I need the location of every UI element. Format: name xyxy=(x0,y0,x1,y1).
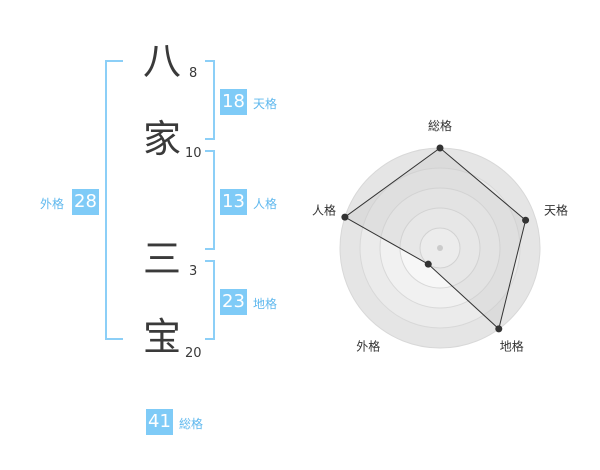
radar-axis-label-5: 人格 xyxy=(312,202,336,217)
soukaku-label: 総格 xyxy=(179,417,204,431)
radar-axis-label-1: 総格 xyxy=(428,118,452,133)
radar-point-4 xyxy=(424,260,432,268)
tenkaku-bracket-bottom xyxy=(205,138,215,140)
radar-axis-label-3: 地格 xyxy=(500,339,524,354)
stroke-count-3: 3 xyxy=(189,264,198,279)
radar-polygon xyxy=(343,147,527,330)
chikaku-value: 23 xyxy=(220,289,247,315)
chikaku-bracket-bottom xyxy=(205,338,215,340)
radar-point-1 xyxy=(436,144,444,152)
chikaku-bracket-vertical xyxy=(213,260,215,340)
gaikaku-label: 外格 xyxy=(40,197,65,211)
chikaku-bracket-top xyxy=(205,260,215,262)
stroke-count-2: 10 xyxy=(185,146,202,161)
radar-rings xyxy=(339,147,541,349)
tenkaku-label: 天格 xyxy=(253,97,278,111)
tenkaku-bracket-top xyxy=(205,60,215,62)
gaikaku-value: 28 xyxy=(72,189,99,215)
radar-point-2 xyxy=(522,216,530,224)
radar-point-3 xyxy=(495,325,503,333)
stroke-count-1: 8 xyxy=(189,66,198,81)
chikaku-label: 地格 xyxy=(253,297,278,311)
jinkaku-bracket-bottom xyxy=(205,248,215,250)
gaikaku-bracket-top xyxy=(105,60,123,62)
jinkaku-bracket-top xyxy=(205,150,215,152)
gaikaku-bracket-vertical xyxy=(105,60,107,340)
jinkaku-value: 13 xyxy=(220,189,247,215)
tenkaku-bracket-vertical xyxy=(213,60,215,140)
tenkaku-value: 18 xyxy=(220,89,247,115)
jinkaku-label: 人格 xyxy=(253,197,278,211)
radar-axis-label-2: 天格 xyxy=(544,202,568,217)
radar-center-dot xyxy=(437,245,443,251)
stroke-count-4: 20 xyxy=(185,346,202,361)
soukaku-value: 41 xyxy=(146,409,173,435)
gaikaku-bracket-bottom xyxy=(105,338,123,340)
radar-shape xyxy=(341,144,530,333)
name-char-4: 宝 xyxy=(143,315,182,359)
jinkaku-bracket-vertical xyxy=(213,150,215,250)
name-char-1: 八 xyxy=(143,39,182,83)
radar-point-5 xyxy=(341,213,349,221)
radar-axis-label-4: 外格 xyxy=(356,339,380,354)
name-char-3: 三 xyxy=(143,237,182,281)
name-char-2: 家 xyxy=(143,117,182,161)
